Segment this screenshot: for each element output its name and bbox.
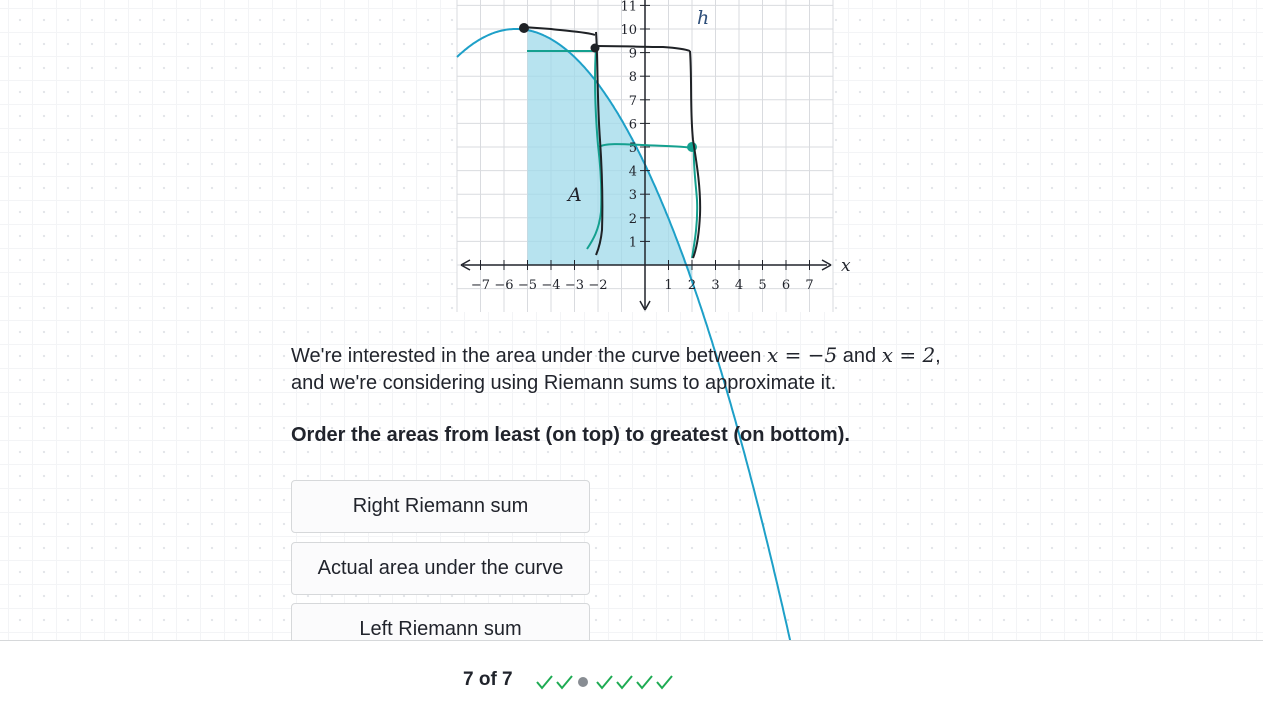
- function-label-h: h: [697, 7, 709, 29]
- y-tick-label: 8: [629, 70, 637, 85]
- x-axis-label: x: [841, 256, 851, 276]
- question-line1-start: We're interested in the area under the c…: [291, 345, 767, 367]
- teal-right-rect-top: [598, 143, 694, 149]
- progress-current-dot: [578, 677, 588, 687]
- question-line1-end: ,: [935, 345, 941, 367]
- teal-annotations: [527, 47, 699, 259]
- x-axis-arrow-left: [460, 259, 471, 271]
- x-tick-label: −2: [588, 278, 607, 293]
- x-tick-label: 2: [688, 278, 696, 293]
- question-line1-mid: and: [837, 345, 882, 367]
- x-tick-label: −6: [494, 278, 513, 293]
- footer-bar: 7 of 7: [0, 640, 1263, 703]
- dark-right-rect-top: [595, 45, 691, 52]
- x-tick-label: −5: [518, 278, 537, 293]
- dark-point-left: [519, 23, 529, 33]
- teal-left-rect-side: [586, 47, 603, 250]
- math-x-equals-neg5: x = −5: [766, 343, 838, 367]
- y-tick-label: 9: [629, 47, 637, 62]
- y-tick-label: 4: [629, 165, 637, 180]
- y-tick-label: 11: [620, 0, 637, 14]
- x-tick-label: −7: [471, 278, 490, 293]
- shaded-area-a: [527, 30, 692, 282]
- y-tick-label: 2: [629, 212, 637, 227]
- dark-right-rect-side: [689, 50, 702, 259]
- curve-h: [456, 28, 796, 659]
- y-tick-label: 3: [629, 188, 637, 203]
- x-tick-label: 5: [758, 278, 766, 293]
- dark-annotations: [519, 23, 702, 259]
- progress-check-icon: [536, 675, 553, 690]
- progress-text: 7 of 7: [463, 669, 513, 690]
- question-line2: and we're considering using Riemann sums…: [291, 372, 837, 394]
- x-tick-label: 4: [735, 278, 743, 293]
- sortable-item-right-riemann[interactable]: Right Riemann sum: [291, 480, 590, 533]
- y-tick-label: 10: [620, 23, 637, 38]
- dark-left-rect-side: [595, 31, 604, 256]
- progress-check-icon: [636, 675, 653, 690]
- x-axis-arrow-right: [821, 259, 832, 271]
- y-tick-label: 5: [629, 141, 637, 156]
- math-x-equals-2: x = 2: [881, 343, 936, 367]
- x-tick-label: 3: [711, 278, 719, 293]
- progress-check-icon: [616, 675, 633, 690]
- question-text: We're interested in the area under the c…: [291, 342, 1051, 397]
- axes: [460, 0, 832, 311]
- region-label-a: A: [566, 184, 582, 206]
- x-tick-label: −3: [565, 278, 584, 293]
- dark-left-rect-top: [522, 26, 596, 36]
- sortable-item-actual-area[interactable]: Actual area under the curve: [291, 542, 590, 595]
- x-tick-label: 1: [664, 278, 672, 293]
- y-tick-label: 1: [629, 235, 637, 250]
- dark-point-mid: [590, 43, 600, 53]
- progress-marks: [536, 675, 673, 690]
- x-tick-label: 6: [782, 278, 790, 293]
- y-tick-label: 7: [629, 94, 637, 109]
- x-tick-label: −4: [541, 278, 560, 293]
- instruction-text: Order the areas from least (on top) to g…: [291, 424, 850, 446]
- progress-check-icon: [556, 675, 573, 690]
- progress-check-icon: [656, 675, 673, 690]
- progress-check-icon: [596, 675, 613, 690]
- x-tick-label: 7: [805, 278, 813, 293]
- y-axis-arrow-down: [639, 300, 651, 311]
- teal-right-rect-side: [691, 145, 699, 259]
- y-tick-label: 6: [629, 117, 637, 132]
